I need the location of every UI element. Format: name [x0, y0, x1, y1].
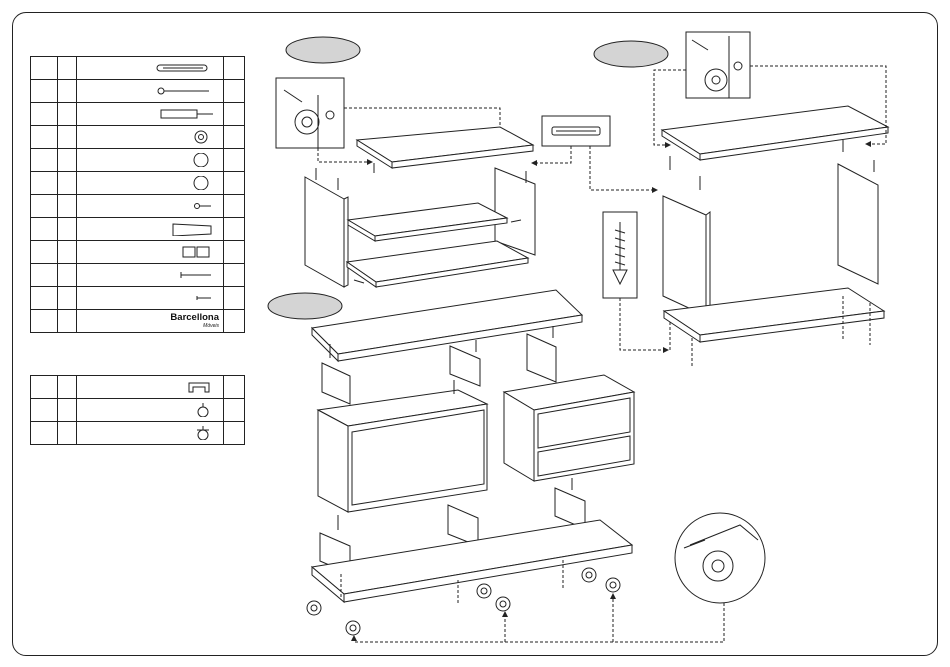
step1-upper-cabinet [305, 127, 535, 287]
step-badge-2 [594, 41, 668, 67]
step-badge-3 [268, 293, 342, 319]
step3-full-assembly [307, 290, 634, 635]
step-badge-1 [286, 37, 360, 63]
step2-frame [662, 106, 888, 368]
